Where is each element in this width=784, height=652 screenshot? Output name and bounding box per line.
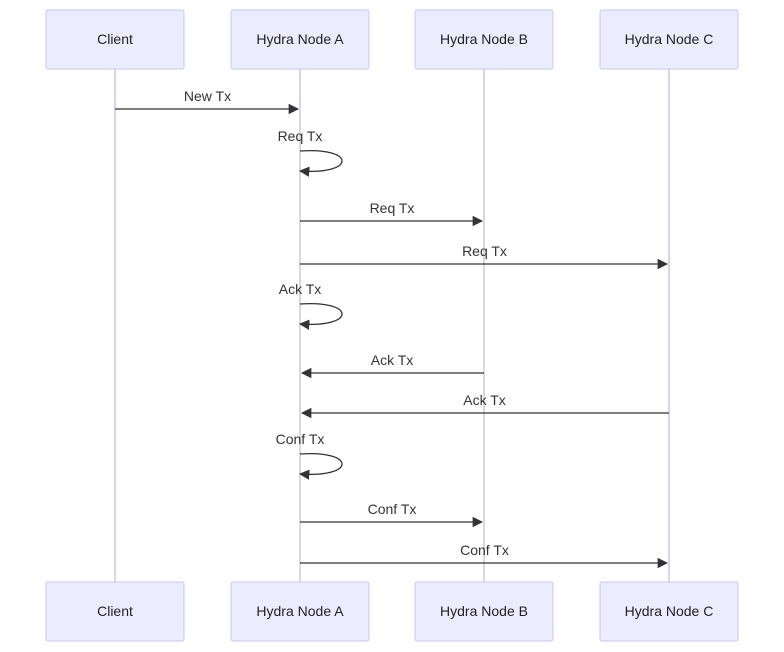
message-10: Conf Tx <box>300 542 669 569</box>
message-5: Ack Tx <box>279 281 343 330</box>
self-loop-arrow <box>298 149 343 177</box>
message-label: New Tx <box>184 88 231 104</box>
actor-label: Hydra Node A <box>256 31 344 47</box>
actor-box <box>230 9 370 70</box>
self-loop-arrow <box>298 452 343 480</box>
messages: New Tx Req Tx Req Tx Req Tx Ack Tx Ack Tx Ack … <box>115 88 669 569</box>
message-label: Conf Tx <box>460 542 509 558</box>
message-label: Conf Tx <box>368 501 417 517</box>
actor-client-top: Client <box>45 9 185 70</box>
message-8: Conf Tx <box>276 431 343 480</box>
actor-box <box>45 581 185 642</box>
message-label: Ack Tx <box>371 352 414 368</box>
message-9: Conf Tx <box>300 501 484 528</box>
message-4: Req Tx <box>300 243 669 270</box>
actor-node_a-bottom: Hydra Node A <box>230 581 370 642</box>
actor-box <box>414 581 554 642</box>
lifelines <box>114 69 670 582</box>
actor-label: Hydra Node A <box>256 603 344 619</box>
message-6: Ack Tx <box>300 352 484 379</box>
actor-node_b-top: Hydra Node B <box>414 9 554 70</box>
actor-label: Client <box>97 31 133 47</box>
message-1: New Tx <box>115 88 300 115</box>
actor-label: Hydra Node B <box>440 31 528 47</box>
actors-top: Client Hydra Node A Hydra Node B Hydra Node… <box>45 9 739 70</box>
actor-node_c-top: Hydra Node C <box>599 9 739 70</box>
actor-box <box>45 9 185 70</box>
message-label: Req Tx <box>370 200 415 216</box>
message-2: Req Tx <box>278 128 343 177</box>
actors-bottom: Client Hydra Node A Hydra Node B Hydra Node… <box>45 581 739 642</box>
message-label: Conf Tx <box>276 431 325 447</box>
message-label: Ack Tx <box>463 392 506 408</box>
actor-box <box>599 9 739 70</box>
actor-node_b-bottom: Hydra Node B <box>414 581 554 642</box>
actor-label: Hydra Node B <box>440 603 528 619</box>
message-label: Req Tx <box>278 128 323 144</box>
actor-node_a-top: Hydra Node A <box>230 9 370 70</box>
message-label: Ack Tx <box>279 281 322 297</box>
actor-box <box>230 581 370 642</box>
actor-box <box>599 581 739 642</box>
message-7: Ack Tx <box>300 392 669 419</box>
actor-label: Hydra Node C <box>625 603 714 619</box>
actor-box <box>414 9 554 70</box>
actor-label: Client <box>97 603 133 619</box>
actor-client-bottom: Client <box>45 581 185 642</box>
self-loop-arrow <box>298 302 343 330</box>
message-label: Req Tx <box>462 243 507 259</box>
actor-label: Hydra Node C <box>625 31 714 47</box>
message-3: Req Tx <box>300 200 484 227</box>
actor-node_c-bottom: Hydra Node C <box>599 581 739 642</box>
